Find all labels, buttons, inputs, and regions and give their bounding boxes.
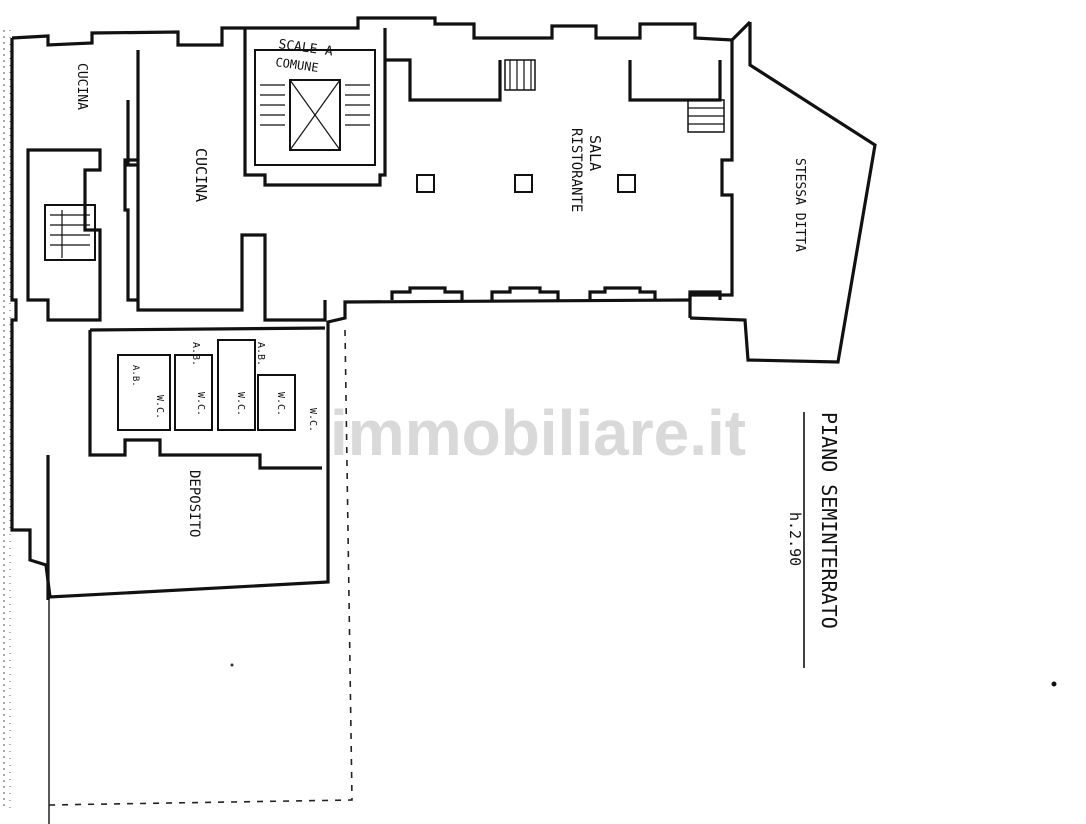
sheet-margin bbox=[3, 30, 50, 824]
label-cucina-left: CUCINA bbox=[74, 63, 89, 110]
floor-height: h.2.90 bbox=[786, 512, 804, 566]
label-scale-comune-2: COMUNE bbox=[275, 55, 320, 75]
label-stessa-ditta: STESSA DITTA bbox=[792, 158, 807, 252]
label-ab-3: A.B. bbox=[255, 342, 266, 366]
stair-sala-right bbox=[687, 99, 725, 133]
label-wc-4: W.C. bbox=[275, 392, 286, 416]
label-ab-1: A.B. bbox=[130, 365, 140, 387]
courtyard-outline bbox=[48, 329, 353, 806]
label-ristorante: RISTORANTE bbox=[568, 128, 584, 212]
label-wc-3: W.C. bbox=[235, 392, 246, 416]
outer-walls bbox=[10, 16, 877, 599]
label-wc-2: W.C. bbox=[195, 392, 206, 416]
inner-walls bbox=[26, 28, 722, 600]
label-cucina-main: CUCINA bbox=[192, 148, 210, 202]
label-wc-1: W.C. bbox=[154, 395, 165, 419]
stair-left bbox=[50, 210, 90, 258]
stair-sala-small bbox=[504, 59, 536, 91]
label-deposito: DEPOSITO bbox=[186, 470, 202, 537]
floor-title: PIANO SEMINTERRATO bbox=[817, 412, 841, 629]
watermark: immobiliare.it bbox=[330, 397, 746, 469]
label-ab-2: A.B. bbox=[190, 342, 201, 366]
stair-main bbox=[260, 79, 370, 151]
mark-dot bbox=[230, 663, 234, 667]
label-wc-5: W.C. bbox=[307, 408, 318, 432]
label-sala: SALA bbox=[586, 135, 604, 171]
mark-dot bbox=[1051, 681, 1057, 687]
